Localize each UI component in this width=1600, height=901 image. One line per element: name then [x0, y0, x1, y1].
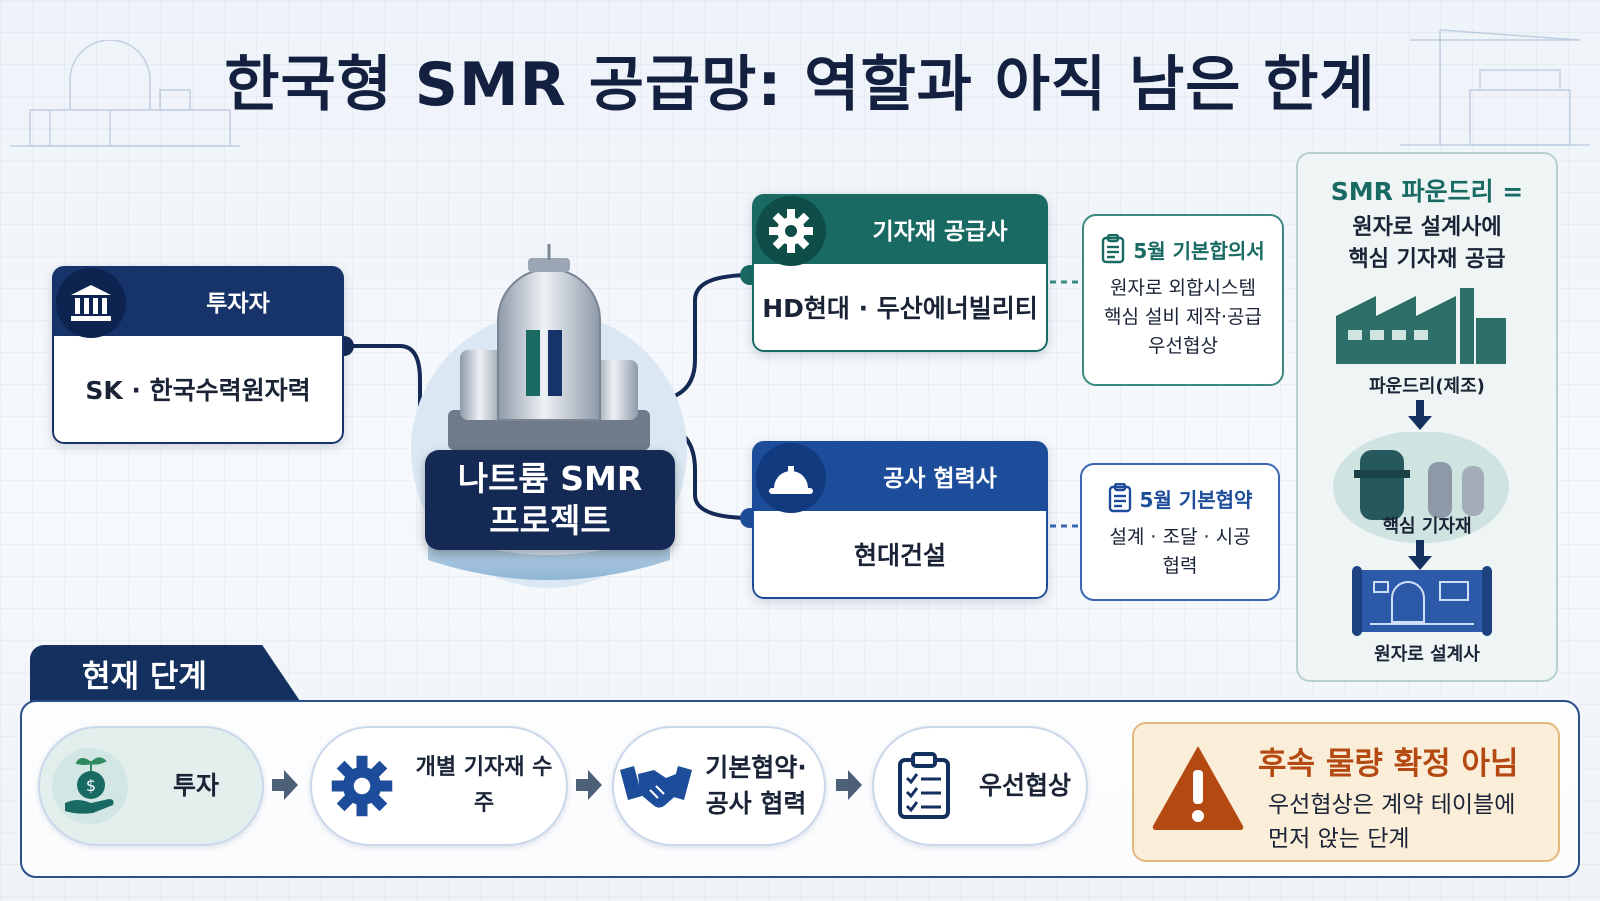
- stage-step-label-line: 공사 협력: [705, 789, 807, 818]
- supplier-agreement-line: 우선협상: [1148, 335, 1218, 357]
- blueprint-plant-illustration: [10, 40, 240, 147]
- stage-step-agreement: 기본협약· 공사 협력: [612, 726, 826, 846]
- foundry-subtitle-line: 핵심 기자재 공급: [1348, 247, 1506, 272]
- gear-icon: [756, 196, 826, 266]
- supplier-card: 기자재 공급사 HD현대 · 두산에너빌리티: [752, 194, 1048, 352]
- project-line-1: 나트륨 SMR: [457, 459, 643, 498]
- stage-step-label-line: 기본협약·: [705, 753, 807, 782]
- current-stage-tab: 현재 단계: [30, 645, 300, 701]
- supplier-agreement-line: 원자로 외합시스템: [1110, 277, 1256, 299]
- stage-step-negotiation: 우선협상: [872, 726, 1088, 846]
- clipboard-icon: [898, 752, 950, 819]
- investor-card: 투자자 SK · 한국수력원자력: [52, 266, 344, 444]
- contractor-names: 현대건설: [752, 511, 1048, 599]
- arrow-right-icon: [836, 770, 862, 800]
- warning-line: 먼저 앉는 단계: [1268, 826, 1410, 852]
- document-icon: [1102, 234, 1125, 264]
- supplier-header: 기자재 공급사: [872, 219, 1008, 245]
- arrow-right-icon: [576, 770, 602, 800]
- warning-triangle-icon: [1152, 746, 1244, 830]
- supplier-agreement-title: 5월 기본합의서: [1133, 238, 1265, 263]
- blueprint-crane-illustration: [1400, 29, 1590, 146]
- arrow-down-icon: [1408, 400, 1432, 430]
- page-title: 한국형 SMR 공급망: 역할과 아직 남은 한계: [224, 50, 1376, 120]
- core-equipment-label: 핵심 기자재: [1382, 516, 1472, 537]
- bank-icon: [56, 268, 126, 338]
- smr-foundry-panel: SMR 파운드리 = 원자로 설계사에 핵심 기자재 공급 파운드리(제조) 핵…: [1296, 152, 1558, 682]
- warning-title: 후속 물량 확정 아님: [1258, 746, 1519, 782]
- stage-step-label: 우선협상: [978, 771, 1071, 800]
- money-hand-icon: $: [52, 748, 128, 824]
- investor-names: SK · 한국수력원자력: [52, 336, 344, 444]
- contractor-agreement-box: 5월 기본협약 설계 · 조달 · 시공 협력: [1080, 463, 1280, 601]
- svg-text:$: $: [86, 776, 96, 795]
- foundry-manufacturing-label: 파운드리(제조): [1369, 376, 1485, 397]
- warning-box: 후속 물량 확정 아님 우선협상은 계약 테이블에 먼저 앉는 단계: [1132, 722, 1560, 862]
- stage-step-equipment-orders: 개별 기자재 수주: [310, 726, 568, 846]
- blueprint-icon: [1352, 566, 1492, 636]
- reactor-designer-label: 원자로 설계사: [1374, 644, 1480, 665]
- contractor-agreement-line: 설계 · 조달 · 시공: [1109, 526, 1251, 548]
- project-line-2: 프로젝트: [489, 501, 611, 540]
- contractor-header: 공사 협력사: [883, 466, 997, 492]
- document-icon: [1108, 483, 1131, 513]
- supplier-names: HD현대 · 두산에너빌리티: [752, 264, 1048, 352]
- investor-header: 투자자: [206, 291, 270, 317]
- core-equipment-icon: [1333, 432, 1509, 544]
- stage-step-label: 기본협약· 공사 협력: [698, 750, 824, 822]
- foundry-title: SMR 파운드리 =: [1330, 177, 1524, 206]
- stage-step-label: 개별 기자재 수주: [415, 755, 553, 816]
- supplier-agreement-box: 5월 기본합의서 원자로 외합시스템 핵심 설비 제작·공급 우선협상: [1082, 214, 1284, 386]
- contractor-agreement-line: 협력: [1162, 555, 1198, 577]
- gear-icon: [331, 755, 393, 817]
- contractor-card: 공사 협력사 현대건설: [752, 441, 1048, 599]
- project-label: 나트륨 SMR 프로젝트: [425, 450, 675, 550]
- hardhat-icon: [756, 443, 826, 513]
- stage-step-investment: $ 투자: [38, 726, 264, 846]
- contractor-agreement-title: 5월 기본협약: [1139, 487, 1253, 512]
- handshake-icon: [620, 766, 692, 808]
- warning-line: 우선협상은 계약 테이블에: [1268, 792, 1516, 818]
- foundry-subtitle-line: 원자로 설계사에: [1352, 215, 1502, 240]
- stage-step-label: 투자: [172, 771, 219, 800]
- arrow-right-icon: [272, 770, 298, 800]
- factory-icon: [1336, 288, 1506, 364]
- arrow-down-icon: [1408, 540, 1432, 570]
- supplier-agreement-line: 핵심 설비 제작·공급: [1104, 306, 1262, 328]
